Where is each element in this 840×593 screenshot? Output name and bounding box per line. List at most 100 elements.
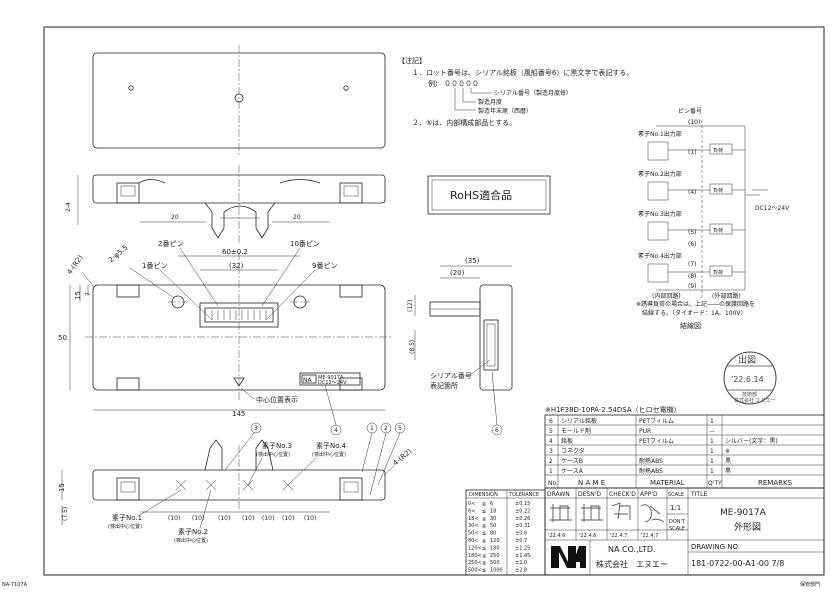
part-name: ケースB [561,458,583,465]
tb-date-1: '22.4.6 [579,533,596,539]
top-side-view: 2-4 20 20 [65,165,386,245]
part-qty: 1 [710,458,714,465]
output3-label: 素子No.3出力部 [638,210,682,218]
circuit-internal: (内部回路) [652,292,681,300]
part-remarks: ※ [725,448,730,455]
dim-7-front: 7 [85,292,92,296]
tb-title-val1: ME-9017A [720,508,767,518]
bdim-5: (10) [282,515,294,522]
title-block: DRAWN DESN'D CHECK'D APP'D SCALE TITLE 1… [544,487,825,576]
balloon-4-front: 4 [334,427,338,434]
serial-label2: 表記箇所 [430,381,458,390]
hole-dim: 2-φ5.5 [107,244,130,265]
footer-left: NA-7107A [2,582,28,588]
hdr-no: No. [548,480,558,487]
part-name: シリアル銘板 [561,417,597,425]
hdr-name: N A M E [578,479,605,487]
tol-hi: 120 [490,538,500,544]
front-label-line2: DC12〜24V [318,380,347,386]
serial-label: シリアル番号 [430,372,472,380]
tol-hdr-tol: TOLERANCE [508,492,539,498]
dim-15-front: 15 [74,291,82,300]
tb-drawn: DRAWN [547,491,570,498]
notes-line2: ２．⑤は、内部構成部品とする。 [412,118,516,127]
load4: 負荷 [713,269,723,276]
wiring-diagram: ピン番号 (10) 素子No.1出力部 (1) 負荷 素子No.2出力部 (4)… [636,108,790,330]
tol-op: ≦ [482,545,486,551]
circuit-dc: DC12〜24V [755,205,790,212]
side-dim-20: (20) [450,269,465,277]
tol-val: ±2.0 [515,560,527,566]
output-4: 素子No.4出力部 (7) 負荷 (8) (9) [638,252,745,290]
tb-title: TITLE [690,491,707,498]
part-qty: 1 [710,448,714,455]
part-qty: 1 [710,438,714,445]
circuit-pin9: (9) [688,283,697,290]
notes-legend-year: 製造年末尾（西暦） [478,107,532,115]
tol-hi: 18 [490,508,496,514]
tol-val: ±2.8 [515,568,527,574]
bdim-6: (10) [304,515,316,522]
tol-val: ±1.25 [515,545,530,551]
bdim-4: (10) [262,515,274,522]
tb-drawing-no-label: DRAWING NO. [691,543,740,551]
tol-op: ≦ [482,501,486,507]
release-stamp: 出図 '22.6.14 技術部 株式会社 エヌエー [723,351,777,405]
load2: 負荷 [713,187,723,194]
tol-val: ±0.7 [515,538,527,544]
tol-hi: 30 [490,516,496,522]
tol-val: ±0.26 [515,516,530,522]
tb-checkd: CHECK'D [609,491,636,498]
tb-date-2: '22.4.7 [610,533,627,539]
tolerance-table: DIMENSION TOLERANCE 0<≦6±0.156<≦18±0.221… [465,489,546,576]
tol-val: ±1.45 [515,553,530,559]
tol-lo: 18< [468,516,479,522]
tol-hi: 80 [490,531,496,537]
r2-left: 4-(R2) [66,253,85,276]
stamp-dept: 技術部 [742,391,757,398]
sig-drawn [550,504,572,522]
rohs-text: RoHS適合品 [450,188,512,202]
balloon-2: 2 [384,425,388,432]
tol-op: ≦ [482,568,486,574]
load3: 負荷 [713,227,723,234]
part-material: PETフィルム [639,438,674,445]
tb-date-0: '22.4.6 [548,533,565,539]
part-qty: 1 [710,468,714,475]
tol-op: ≦ [482,560,486,566]
front-view: NA ME-9017A DC12〜24V 2番ピン 10番ピン 1番ピン 9番ピ… [58,240,392,436]
elem1-label: 素子No.1 [112,513,142,522]
circuit-warn2: 結線する。（ダイオード：1A、100V） [636,309,746,317]
tol-lo: 30< [468,523,479,529]
dim-20-right: 20 [293,214,301,221]
hdr-remarks: REMARKS [758,479,793,487]
tol-op: ≦ [482,523,486,529]
side-dim-12: (12) [407,300,414,312]
part-no: 1 [549,468,553,475]
tb-company2: 株式会社 エヌエー [596,559,668,569]
output2-pin: (4) [688,189,697,196]
part-name: コネクタ [561,447,585,455]
sig-appd [640,504,665,523]
tol-lo: 120< [468,545,482,551]
tb-appd: APP'D [640,491,658,498]
part-no: 3 [549,448,553,455]
dim-60: 60±0.2 [222,248,248,256]
tol-lo: 80< [468,538,479,544]
tol-hi: 500 [490,560,500,566]
output3-pin: (5) [688,229,697,236]
balloon-3: 3 [254,425,258,432]
part-no: 5 [549,428,553,435]
circuit-warn1: ※誘導負荷の場合は、上記――の保護回路を [636,300,755,308]
tol-hdr-dim: DIMENSION [469,492,498,498]
tol-op: ≦ [482,553,486,559]
part-no: 2 [549,458,553,465]
circuit-title-pin: ピン番号 [678,108,702,115]
elem2-label: 素子No.2 [178,527,208,536]
notes-legend-serial: シリアル番号（製造月度毎） [494,89,572,97]
tol-op: ≦ [482,538,486,544]
dim-2-4: 2-4 [65,202,72,212]
part-name: 銘板 [561,437,573,445]
tb-drawing-no: 181-0722-00-A1-00 7/8 [691,559,784,568]
